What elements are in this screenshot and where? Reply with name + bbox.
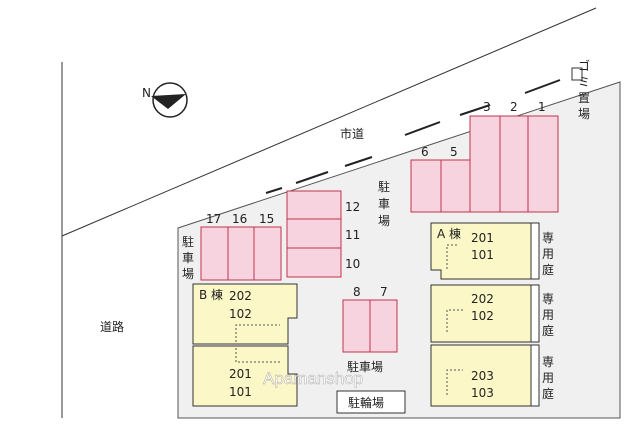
parking-number: 8 [353, 285, 361, 299]
parking-label-center: 駐 車 場 [378, 179, 390, 228]
svg-text:場: 場 [378, 214, 390, 228]
parking-number: 1 [538, 100, 546, 114]
building-b [192, 283, 298, 407]
svg-text:専: 専 [542, 355, 554, 369]
unit-number: 201 [229, 367, 252, 381]
svg-text:庭: 庭 [542, 262, 554, 277]
building-a-dashes [446, 244, 463, 395]
parking-label-left: 駐 車 場 [182, 234, 194, 281]
svg-text:駐: 駐 [378, 179, 390, 194]
unit-number: 202 [229, 289, 252, 303]
unit-number: 201 [471, 231, 494, 245]
parking-number: 3 [483, 100, 491, 114]
parking-number: 15 [259, 212, 274, 226]
parking-number: 17 [206, 212, 221, 226]
north-arrow-icon: N [142, 82, 188, 118]
parking-label-bottom: 駐車場 [347, 359, 383, 374]
svg-text:ミ: ミ [578, 75, 590, 89]
svg-text:庭: 庭 [542, 323, 554, 338]
road-label: 道路 [100, 319, 124, 334]
svg-text:駐: 駐 [182, 234, 194, 249]
private-garden-boxes [530, 222, 540, 407]
building-b-name: B 棟 [199, 287, 223, 302]
parking-left-row [200, 226, 282, 281]
svg-text:専: 専 [542, 231, 554, 245]
parking-number: 7 [380, 285, 388, 299]
svg-text:車: 車 [378, 197, 390, 211]
parking-number: 12 [345, 200, 360, 214]
svg-text:専: 専 [542, 292, 554, 306]
building-a-name: A 棟 [437, 226, 461, 241]
svg-text:場: 場 [182, 267, 194, 281]
svg-text:場: 場 [578, 107, 590, 121]
unit-number: 103 [471, 386, 494, 400]
bicycle-parking-box [336, 390, 406, 414]
unit-number: 102 [471, 309, 494, 323]
road-edge-line [61, 7, 597, 237]
parking-number: 6 [421, 145, 429, 159]
parking-number: 11 [345, 228, 360, 242]
private-garden-label: 専 用 庭 [542, 231, 554, 277]
watermark: Apamanshop [263, 369, 363, 388]
garbage-area-label: ゴ ミ 置 場 [578, 58, 590, 121]
svg-text:用: 用 [542, 247, 554, 261]
parking-number: 10 [345, 257, 360, 271]
unit-number: 202 [471, 292, 494, 306]
parking-mid-stack [286, 190, 342, 278]
parking-number: 5 [450, 145, 458, 159]
private-garden-label: 専 用 庭 [542, 355, 554, 401]
city-road-label: 市道 [340, 126, 364, 141]
svg-text:車: 車 [182, 251, 194, 265]
parking-top-mid [410, 159, 471, 213]
building-a [430, 222, 532, 407]
svg-text:N: N [142, 86, 151, 100]
svg-text:置: 置 [578, 91, 590, 105]
unit-number: 102 [229, 307, 252, 321]
unit-number: 203 [471, 369, 494, 383]
svg-text:用: 用 [542, 308, 554, 322]
parking-top-right [469, 115, 559, 213]
parking-number: 16 [232, 212, 247, 226]
private-garden-label: 専 用 庭 [542, 292, 554, 338]
unit-number: 101 [471, 248, 494, 262]
svg-text:庭: 庭 [542, 386, 554, 401]
parking-number: 2 [510, 100, 518, 114]
svg-text:ゴ: ゴ [578, 58, 590, 73]
parking-center [342, 299, 398, 353]
building-b-dashes [235, 324, 280, 363]
road-dash-marks [265, 79, 561, 194]
unit-number: 101 [229, 385, 252, 399]
bicycle-parking-label: 駐輪場 [348, 395, 384, 410]
svg-text:用: 用 [542, 371, 554, 385]
garbage-area-box [571, 67, 583, 81]
